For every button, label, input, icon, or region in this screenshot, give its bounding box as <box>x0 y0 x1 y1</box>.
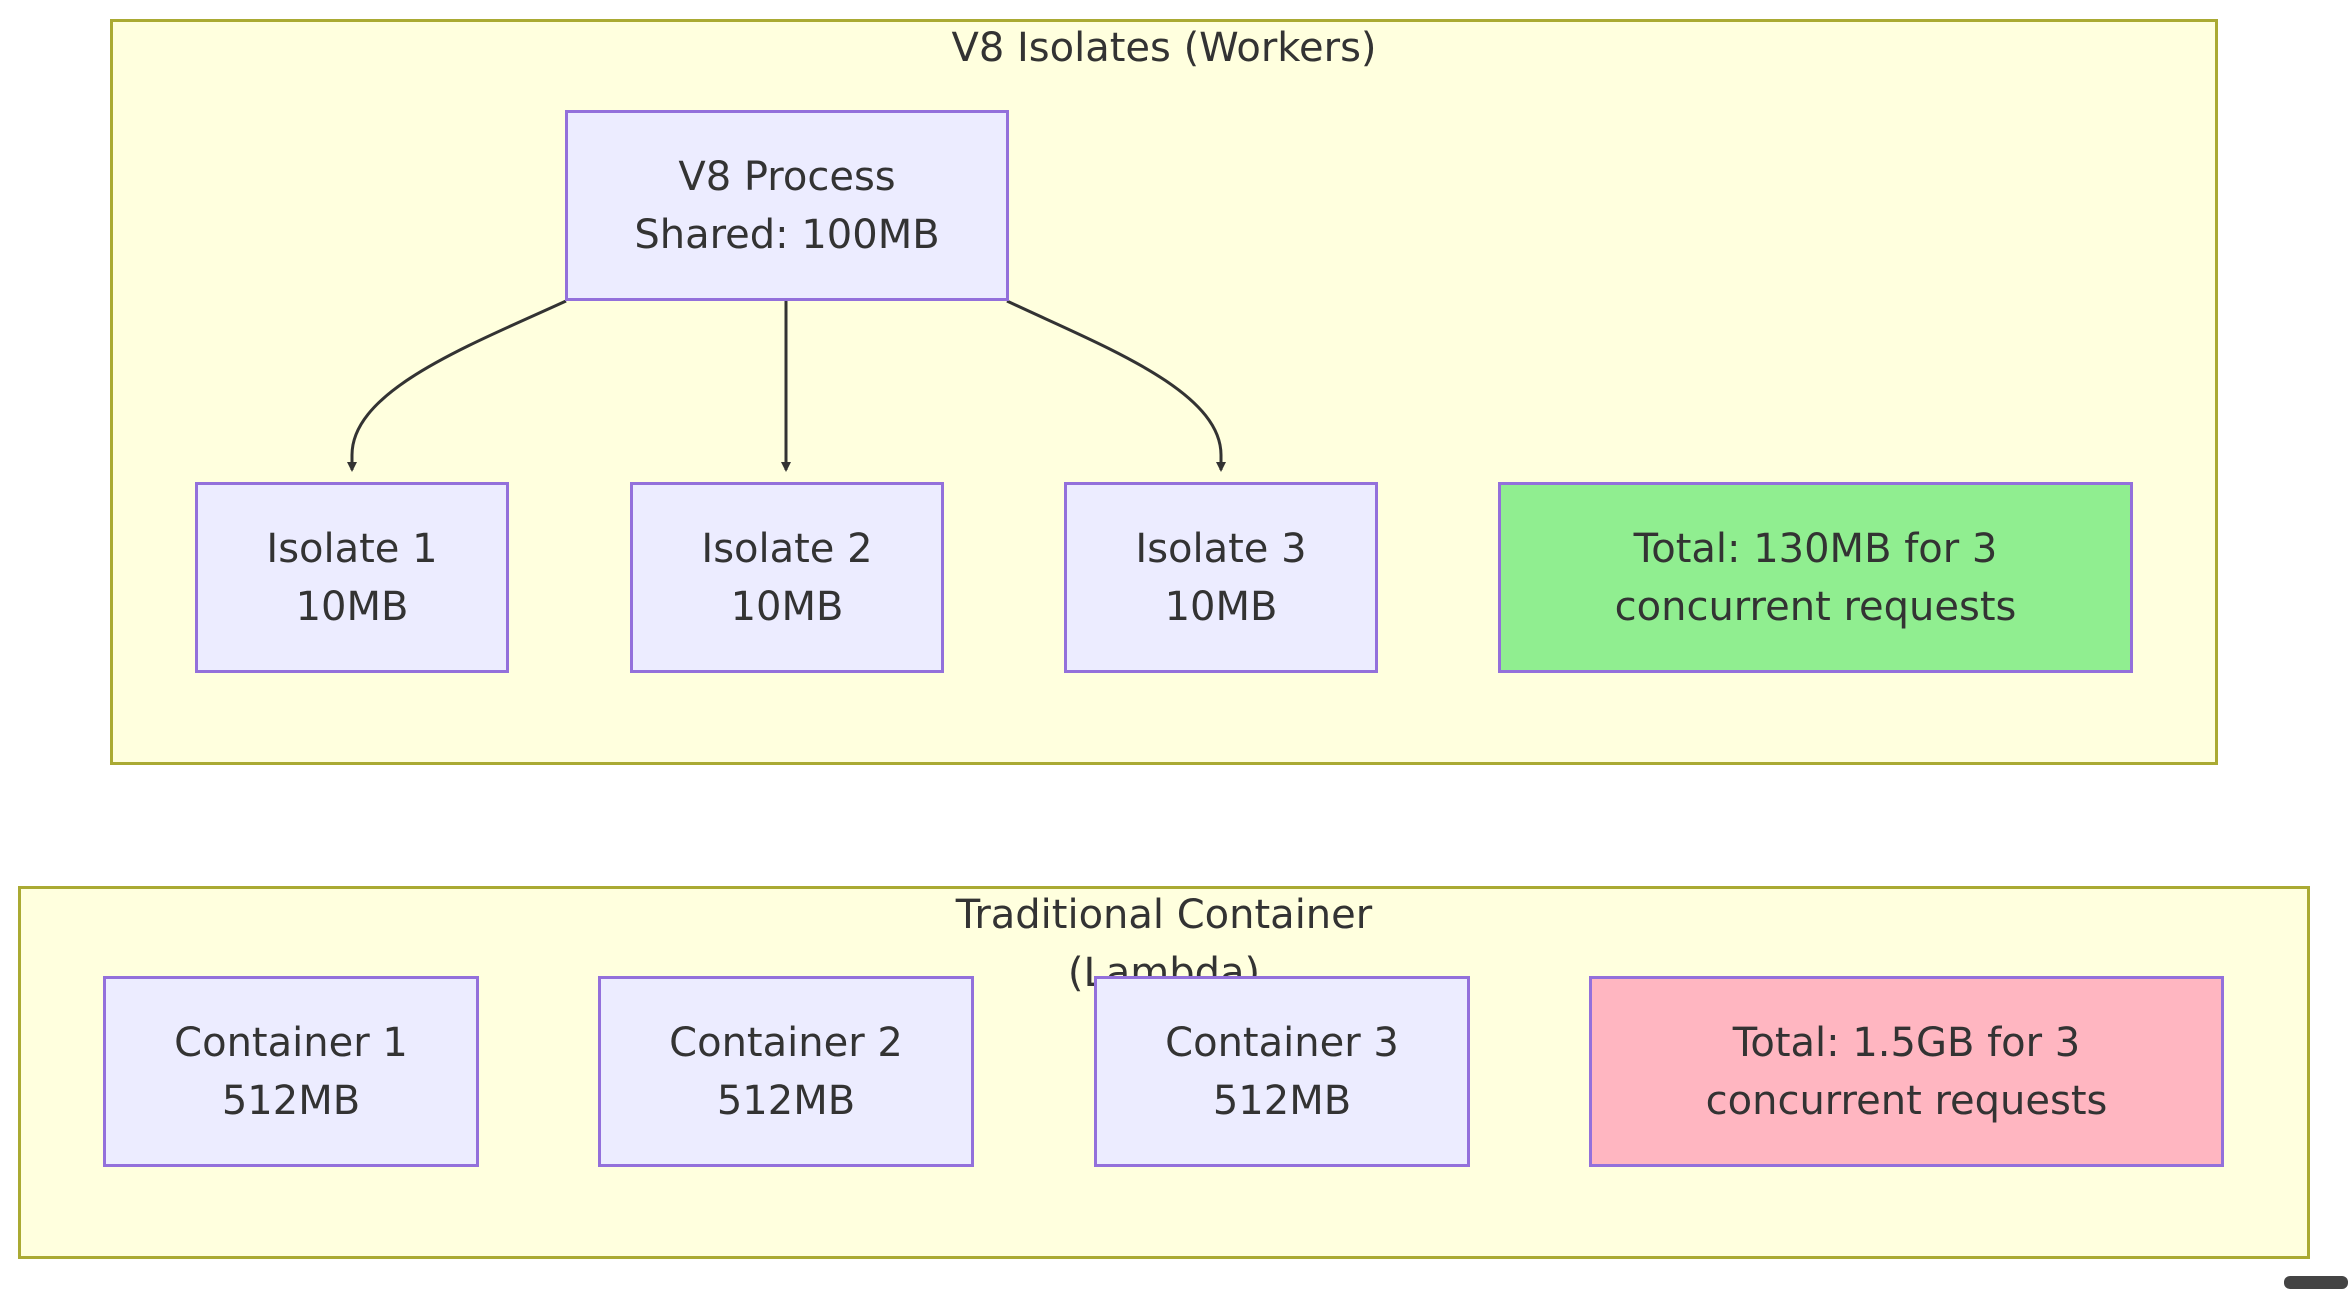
node-isolate-3: Isolate 3 10MB <box>1064 482 1378 673</box>
edge-v8-process-to-isolate-3 <box>1006 299 1226 472</box>
node-container-1-line2: 512MB <box>221 1077 361 1124</box>
node-isolate-2-line1: Isolate 2 <box>701 525 873 572</box>
node-isolates-total-line1: Total: 130MB for 3 <box>1633 525 1998 572</box>
node-isolate-1-line1: Isolate 1 <box>266 525 438 572</box>
node-container-total: Total: 1.5GB for 3 concurrent requests <box>1589 976 2224 1167</box>
node-container-2-line1: Container 2 <box>669 1019 903 1066</box>
cluster-v8-isolates-title: V8 Isolates (Workers) <box>951 25 1377 71</box>
node-isolate-1: Isolate 1 10MB <box>195 482 509 673</box>
node-container-total-line1: Total: 1.5GB for 3 <box>1732 1019 2081 1066</box>
cluster-container-title-line1: Traditional Container <box>955 892 1373 938</box>
node-container-2-line2: 512MB <box>716 1077 856 1124</box>
node-container-3: Container 3 512MB <box>1094 976 1470 1167</box>
node-isolate-2: Isolate 2 10MB <box>630 482 944 673</box>
node-v8-process-line2: Shared: 100MB <box>634 211 940 258</box>
node-isolate-2-line2: 10MB <box>730 583 844 630</box>
node-container-1: Container 1 512MB <box>103 976 479 1167</box>
node-container-1-line1: Container 1 <box>174 1019 408 1066</box>
node-isolates-total-line2: concurrent requests <box>1614 583 2017 630</box>
node-container-total-line2: concurrent requests <box>1705 1077 2108 1124</box>
node-container-2: Container 2 512MB <box>598 976 974 1167</box>
node-v8-process-line1: V8 Process <box>678 153 896 200</box>
watermark-badge <box>2284 1276 2348 1289</box>
node-isolates-total: Total: 130MB for 3 concurrent requests <box>1498 482 2133 673</box>
node-isolate-3-line1: Isolate 3 <box>1135 525 1307 572</box>
node-isolate-1-line2: 10MB <box>295 583 409 630</box>
node-container-3-line2: 512MB <box>1212 1077 1352 1124</box>
node-isolate-3-line2: 10MB <box>1164 583 1278 630</box>
node-v8-process: V8 Process Shared: 100MB <box>565 110 1009 301</box>
edge-v8-process-to-isolate-1 <box>347 299 567 472</box>
node-container-3-line1: Container 3 <box>1165 1019 1399 1066</box>
